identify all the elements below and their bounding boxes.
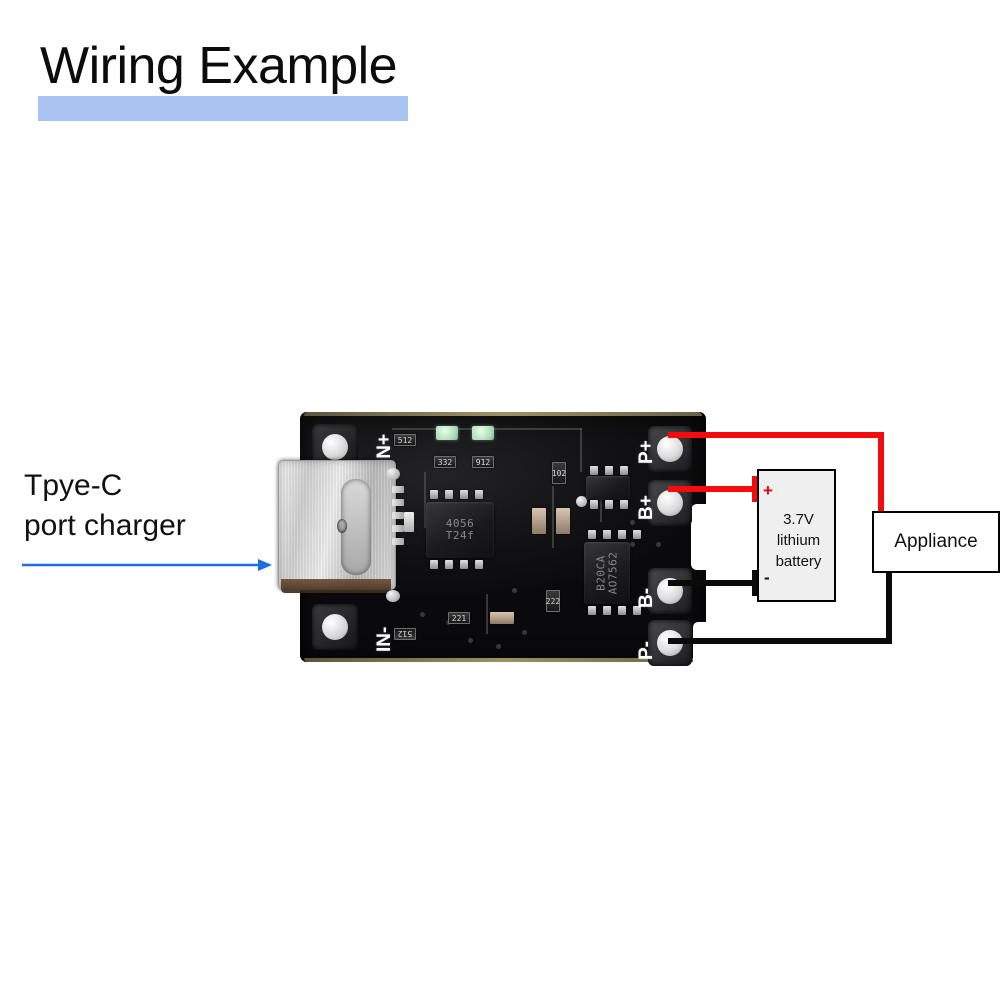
pcb-via [630, 542, 635, 547]
battery-minus-terminal-tick [752, 570, 759, 596]
capacitor-smd [404, 512, 414, 532]
title-underline-bar [38, 96, 408, 121]
capacitor-tantalum [556, 508, 570, 534]
battery-plus-label: + [763, 481, 773, 500]
wire-p-minus-to-appliance-vertical [886, 570, 892, 644]
silk-label-p-plus: P+ [636, 440, 657, 464]
mosfet-line1: B20CA [594, 555, 607, 591]
pcb-via [522, 630, 527, 635]
page-title: Wiring Example [40, 37, 398, 95]
protection-controller-ic [586, 476, 630, 500]
usb-c-dimple [337, 519, 347, 533]
terminal-pad-b-minus[interactable] [648, 568, 692, 614]
silk-label-p-minus: P- [636, 641, 657, 660]
pcb-via [420, 612, 425, 617]
battery-plus-terminal-tick [752, 476, 759, 502]
charger-ic-line1: 4056 [445, 517, 475, 530]
wire-p-minus-to-appliance-horizontal [668, 638, 892, 644]
resistor-221: 221 [448, 612, 470, 624]
pcb-trace [552, 486, 554, 548]
protection-controller-pins-bottom [590, 500, 635, 509]
solder-joint [386, 468, 400, 480]
led-charging [436, 426, 458, 440]
wire-b-minus-to-battery-minus [668, 580, 760, 586]
solder-joint [386, 590, 400, 602]
charger-ic: 4056 T24f [426, 502, 494, 558]
resistor-222: 222 [546, 590, 560, 612]
charger-ic-pins-bottom [430, 560, 490, 569]
pcb-notch-upper [691, 504, 707, 570]
pcb-via [512, 588, 517, 593]
solder-joint [576, 496, 587, 507]
mosfet-line2: AO7562 [606, 551, 619, 595]
pcb-trace [600, 482, 602, 522]
resistor-512-top: 512 [394, 434, 416, 446]
silk-label-b-plus: B+ [636, 495, 657, 520]
charger-ic-line2: T24f [445, 529, 475, 542]
silk-label-in-minus: IN- [374, 626, 395, 652]
wire-b-plus-to-battery-plus [668, 486, 760, 492]
protection-mosfet-ic: B20CA AO7562 [584, 542, 630, 604]
capacitor-tantalum [532, 508, 546, 534]
resistor-102: 102 [552, 462, 566, 484]
pcb-gold-edge-top [304, 412, 702, 416]
pcb-via [630, 520, 635, 525]
wire-p-plus-to-appliance-horizontal [668, 432, 884, 438]
charger-ic-pins-top [430, 490, 490, 499]
silk-label-b-minus: B- [636, 587, 657, 608]
protection-controller-pins-top [590, 466, 635, 475]
mosfet-pins-top [588, 530, 648, 539]
capacitor-smd [490, 612, 514, 624]
charger-caption: Tpye-C port charger [24, 469, 186, 542]
pcb-trace [424, 472, 426, 528]
wire-p-plus-to-appliance-vertical [878, 432, 884, 514]
mounting-hole-bottom-left [312, 604, 358, 650]
battery-minus-label: - [764, 568, 770, 587]
resistor-512-bottom: 512 [394, 628, 416, 640]
appliance-box: Appliance [872, 511, 1000, 573]
led-standby [472, 426, 494, 440]
resistor-332: 332 [434, 456, 456, 468]
usb-c-base [281, 579, 391, 593]
battery-box: + 3.7V lithium battery - [757, 469, 836, 602]
pcb-via [496, 644, 501, 649]
pcb-trace [580, 428, 582, 472]
charger-direction-arrow [22, 559, 272, 571]
pcb-trace [486, 594, 488, 634]
charging-module-board: IN+ IN- 512 512 332 912 4056 T24f [278, 412, 707, 666]
pcb-via [656, 542, 661, 547]
battery-label: 3.7V lithium battery [775, 511, 822, 570]
pcb-gold-edge-bottom [304, 658, 702, 662]
usb-c-connector[interactable] [278, 460, 396, 593]
usb-c-pin-row [392, 486, 404, 564]
resistor-912: 912 [472, 456, 494, 468]
mosfet-pins-bottom [588, 606, 648, 615]
appliance-label: Appliance [894, 531, 978, 552]
pcb-via [468, 638, 473, 643]
